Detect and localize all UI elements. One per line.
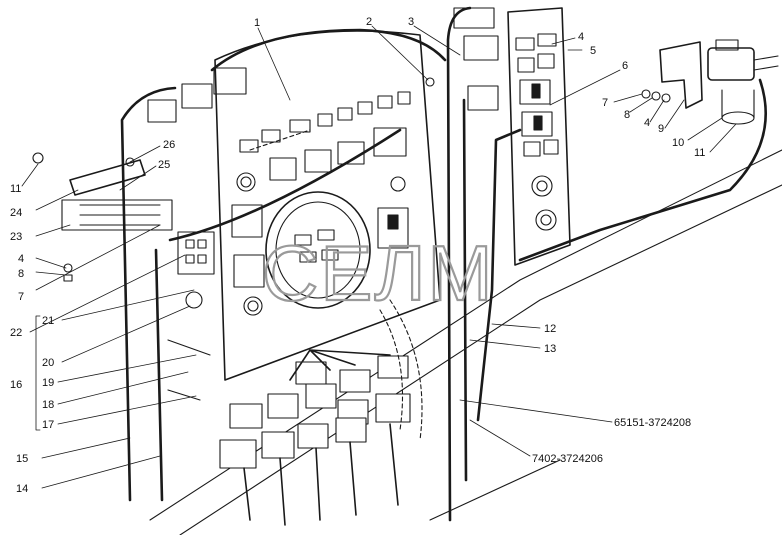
callout-7-right: 7 — [602, 97, 608, 109]
relay-bracket-assembly — [641, 39, 779, 125]
leader-lines — [21, 25, 737, 489]
main-instrument-panel — [214, 30, 441, 381]
callout-14: 14 — [16, 483, 28, 495]
callout-7-left: 7 — [18, 291, 24, 303]
callout-4-right: 4 — [644, 117, 650, 129]
callout-labels: 1 2 3 4 5 6 7 8 4 9 10 11 26 11 25 24 23… — [10, 16, 705, 495]
callout-20: 20 — [42, 357, 54, 369]
callout-19: 19 — [42, 377, 54, 389]
group-bracket-16 — [35, 315, 41, 431]
callout-11-right: 11 — [694, 147, 705, 159]
callout-21: 21 — [42, 315, 54, 327]
wiring-harnesses — [120, 6, 767, 526]
callout-9: 9 — [658, 123, 664, 135]
callout-11-left: 11 — [10, 183, 21, 195]
callout-10: 10 — [672, 137, 684, 149]
callout-6: 6 — [622, 60, 628, 72]
harness-code-main: 65151-3724208 — [614, 417, 691, 429]
callout-5: 5 — [590, 45, 596, 57]
right-switch-panel — [507, 7, 571, 266]
central-gauge — [265, 191, 371, 309]
rocker-switches — [231, 127, 409, 288]
callout-15: 15 — [16, 453, 28, 465]
callout-25: 25 — [158, 159, 170, 171]
callout-13: 13 — [544, 343, 556, 355]
callout-26: 26 — [163, 139, 175, 151]
callout-1: 1 — [254, 17, 260, 29]
top-switch-row — [239, 91, 411, 153]
harness-code-sub: 7402-3724206 — [532, 453, 603, 465]
callout-23: 23 — [10, 231, 22, 243]
lower-connector-cluster — [219, 355, 411, 469]
callout-4-top: 4 — [578, 31, 584, 43]
callout-8-right: 8 — [624, 109, 630, 121]
callout-24: 24 — [10, 207, 22, 219]
panel-knobs — [236, 172, 406, 316]
callout-22: 22 — [10, 327, 22, 339]
mounting-screw — [425, 77, 435, 87]
callout-16: 16 — [10, 379, 22, 391]
callout-4-left: 4 — [18, 253, 24, 265]
callout-12: 12 — [544, 323, 556, 335]
left-bracket-assembly — [32, 152, 215, 401]
dashed-reference-lines — [249, 129, 423, 441]
callout-3: 3 — [408, 16, 414, 28]
callout-8-left: 8 — [18, 268, 24, 280]
callout-2: 2 — [366, 16, 372, 28]
watermark-logo: СЕЛМ — [262, 229, 495, 317]
upper-connectors — [147, 7, 499, 123]
callout-18: 18 — [42, 399, 54, 411]
callout-17: 17 — [42, 419, 54, 431]
